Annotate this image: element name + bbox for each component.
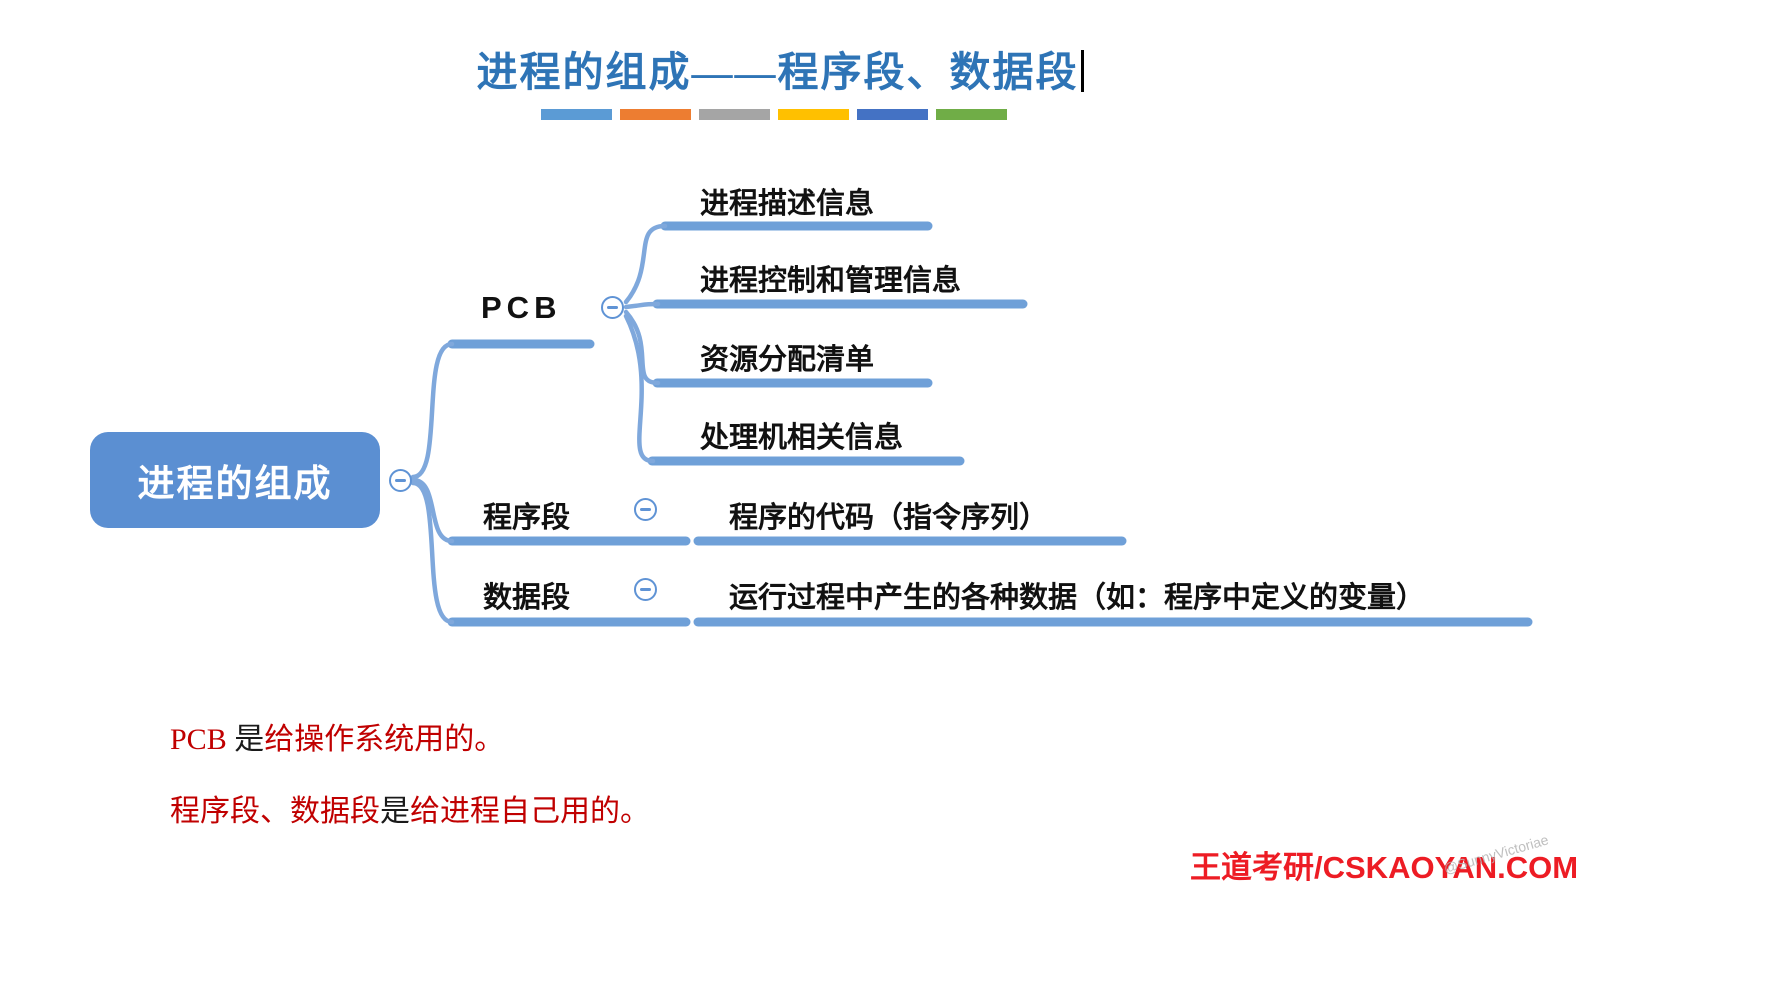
subtopic-resource-allocation-list[interactable]: 资源分配清单: [700, 344, 875, 376]
slide-title[interactable]: 进程的组成——程序段、数据段: [420, 38, 1140, 98]
branch-topic-pcb[interactable]: PCB: [481, 290, 562, 325]
subtopic-runtime-data[interactable]: 运行过程中产生的各种数据（如：程序中定义的变量）: [729, 582, 1426, 614]
accent-bars: [541, 109, 1007, 120]
subtopic-process-description-info[interactable]: 进程描述信息: [700, 188, 875, 220]
footer-brand: 王道考研/CSKAOYAN.COM: [1190, 850, 1579, 885]
branch-topic-program-segment[interactable]: 程序段: [483, 502, 571, 534]
note-segment: PCB: [170, 723, 235, 756]
subtopic-program-code[interactable]: 程序的代码（指令序列）: [729, 502, 1049, 534]
note-segment: 是: [234, 723, 265, 756]
subtopic-processor-related-info[interactable]: 处理机相关信息: [700, 422, 904, 454]
note-segment: 给操作系统用的。: [264, 723, 505, 756]
text-cursor-icon: [1080, 50, 1084, 92]
collapse-button-program-segment-icon[interactable]: [634, 498, 657, 521]
accent-bar: [541, 109, 612, 120]
accent-bar: [699, 109, 770, 120]
subtopic-process-control-management-info[interactable]: 进程控制和管理信息: [700, 265, 962, 297]
slide-title-text: 进程的组成——程序段、数据段: [476, 49, 1079, 95]
collapse-button-root-icon[interactable]: [389, 469, 412, 492]
accent-bar: [778, 109, 849, 120]
branch-topic-data-segment[interactable]: 数据段: [483, 582, 571, 614]
note-segment: 给进程自己用的。: [410, 795, 650, 828]
mindmap-root-node[interactable]: 进程的组成: [90, 432, 380, 528]
note-segment: 程序段、数据段: [170, 795, 380, 828]
note-pcb: PCB 是给操作系统用的。: [170, 714, 504, 758]
accent-bar: [857, 109, 928, 120]
collapse-button-pcb-icon[interactable]: [601, 296, 624, 319]
collapse-button-data-segment-icon[interactable]: [634, 578, 657, 601]
note-segments: 程序段、数据段是给进程自己用的。: [170, 786, 650, 830]
accent-bar: [936, 109, 1007, 120]
note-segment: 是: [380, 795, 410, 828]
accent-bar: [620, 109, 691, 120]
